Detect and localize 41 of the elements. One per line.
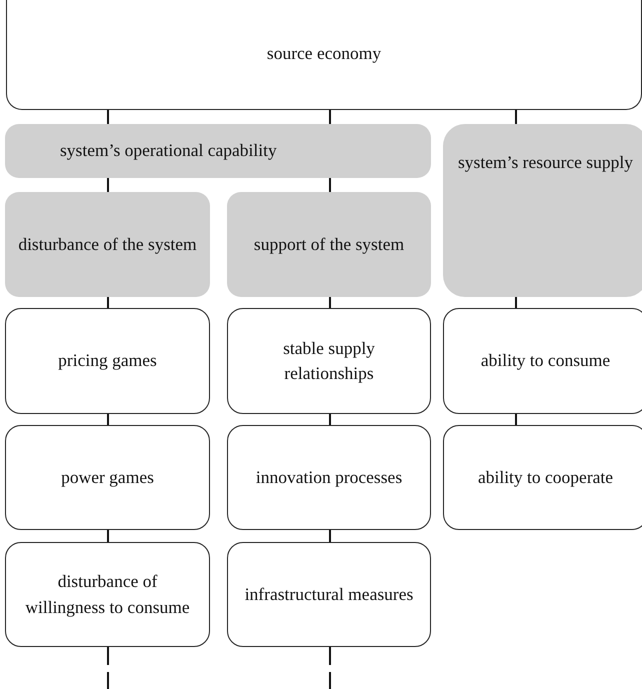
node-label: power games <box>61 466 154 489</box>
item-box <box>227 542 431 647</box>
connector-line <box>107 110 109 124</box>
item-box <box>5 425 210 530</box>
connector-line <box>329 110 331 124</box>
connector-line <box>515 414 517 425</box>
node-label: infrastructural measures <box>244 582 414 606</box>
category-box <box>443 124 642 297</box>
item-box <box>227 308 431 414</box>
node-label: support of the system <box>254 232 404 256</box>
connector-line <box>107 297 109 308</box>
node-label: innovation processes <box>256 466 402 489</box>
connector-line <box>107 647 109 689</box>
node-label: system’s resource supply <box>458 151 633 174</box>
node-label: pricing games <box>58 349 157 372</box>
item-box <box>6 0 642 110</box>
item-box <box>443 425 642 530</box>
connector-line <box>107 530 109 542</box>
node-label: system’s operational capability <box>60 139 277 162</box>
category-box <box>227 192 431 297</box>
item-box <box>5 308 210 414</box>
connector-line <box>329 297 331 308</box>
connector-line <box>107 178 109 192</box>
item-box <box>227 425 431 530</box>
connector-line <box>329 178 331 192</box>
connector-line <box>329 414 331 425</box>
node-label: source economy <box>266 42 382 65</box>
connector-line <box>515 110 517 124</box>
connector-line <box>329 530 331 542</box>
connector-line <box>515 297 517 308</box>
node-label: disturbance of the system <box>18 232 197 256</box>
item-box <box>443 308 642 414</box>
node-label: disturbance of willingness to consume <box>24 570 191 619</box>
category-box <box>5 124 431 178</box>
connector-line <box>329 647 331 689</box>
node-label: stable supply relationships <box>282 336 376 385</box>
category-box <box>5 192 210 297</box>
connector-line <box>107 414 109 425</box>
item-box <box>5 542 210 647</box>
node-label: ability to consume <box>480 349 610 372</box>
node-label: ability to cooperate <box>478 466 614 489</box>
